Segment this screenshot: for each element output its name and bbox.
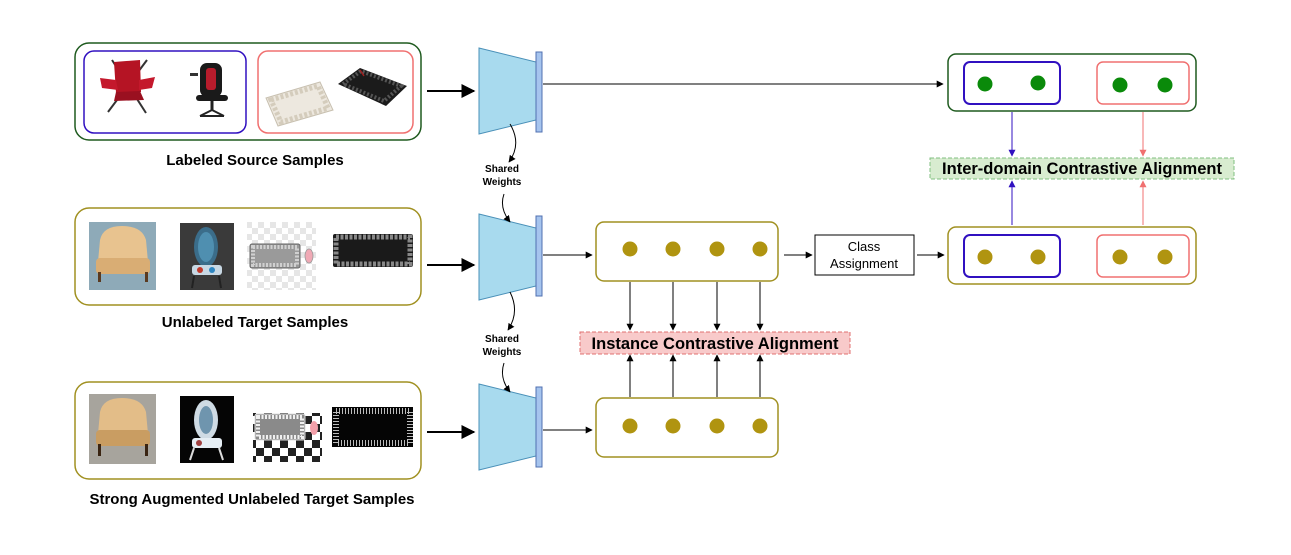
white-keyboard-icon xyxy=(265,81,334,127)
source-cluster-dot xyxy=(977,76,993,92)
class-assignment-line1: Class xyxy=(848,239,881,254)
inter-domain-alignment-label: Inter-domain Contrastive Alignment xyxy=(929,157,1235,180)
strong-feature-dot xyxy=(622,418,638,434)
target-samples-caption: Unlabeled Target Samples xyxy=(162,314,348,331)
strong-encoder xyxy=(478,383,543,471)
target-cluster-dot xyxy=(977,249,993,265)
strong-feature-dot xyxy=(709,418,725,434)
shared-weights-arrow-bottom xyxy=(507,291,515,331)
class-assignment-box: Class Assignment xyxy=(814,234,915,276)
black-keyboard-icon xyxy=(338,68,407,106)
source-cluster-box xyxy=(947,53,1197,112)
source-encoder xyxy=(478,47,543,135)
source-keyboard-group xyxy=(257,50,414,134)
target-feature-dot xyxy=(622,241,638,257)
source-cluster-dot xyxy=(1157,77,1173,93)
keyboard-mouse-photo-icon xyxy=(247,222,316,290)
strong-augmented-samples-panel xyxy=(74,381,422,480)
inter-domain-alignment-text: Inter-domain Contrastive Alignment xyxy=(942,160,1222,178)
target-cluster-dot xyxy=(1157,249,1173,265)
instance-up-arrows xyxy=(626,354,764,397)
class-assignment-line2: Assignment xyxy=(830,256,898,271)
augmented-armchair-icon xyxy=(89,394,156,464)
strong-feature-box xyxy=(595,397,779,458)
augmented-keyboard-icon xyxy=(332,407,413,447)
instance-alignment-text: Instance Contrastive Alignment xyxy=(592,335,839,353)
target-cluster-dot xyxy=(1030,249,1046,265)
source-keyboard-cluster xyxy=(1096,61,1190,105)
source-samples-caption: Labeled Source Samples xyxy=(166,152,344,169)
target-feature-dot xyxy=(665,241,681,257)
strong-feature-dot xyxy=(665,418,681,434)
red-folding-chair-icon xyxy=(100,59,155,114)
target-cluster-box xyxy=(947,226,1197,285)
gaming-chair-icon xyxy=(190,63,228,117)
target-keyboard-cluster xyxy=(1096,234,1190,278)
shared-weights-arrow-mid xyxy=(502,193,511,223)
target-cluster-dot xyxy=(1112,249,1128,265)
strong-feature-dot xyxy=(752,418,768,434)
armchair-photo-icon xyxy=(89,222,156,290)
shared-weights-arrow-top xyxy=(508,123,517,163)
instance-down-arrows xyxy=(626,282,764,331)
source-samples-panel xyxy=(74,42,422,141)
target-encoder xyxy=(478,213,543,301)
strong-augmented-caption: Strong Augmented Unlabeled Target Sample… xyxy=(89,491,414,508)
instance-alignment-label: Instance Contrastive Alignment xyxy=(579,331,851,355)
target-feature-bar xyxy=(535,215,543,297)
shared-weights-arrow-low xyxy=(502,362,511,393)
shared-weights-label-1a: Shared xyxy=(485,164,519,175)
strong-feature-bar xyxy=(535,386,543,468)
target-feature-dot xyxy=(709,241,725,257)
augmented-ornate-chair-icon xyxy=(180,396,234,463)
target-samples-panel xyxy=(74,207,422,306)
augmented-keyboard-mouse-icon xyxy=(253,395,322,462)
shared-weights-label-1b: Weights xyxy=(483,177,522,188)
source-chair-group xyxy=(83,50,247,134)
ornate-chair-photo-icon xyxy=(180,223,234,290)
target-chair-cluster xyxy=(963,234,1061,278)
keyboard-photo-icon xyxy=(333,234,413,267)
shared-weights-label-2a: Shared xyxy=(485,334,519,345)
source-cluster-dot xyxy=(1112,77,1128,93)
source-cluster-dot xyxy=(1030,75,1046,91)
target-feature-box xyxy=(595,221,779,282)
target-feature-dot xyxy=(752,241,768,257)
shared-weights-label-2b: Weights xyxy=(483,347,522,358)
source-feature-bar xyxy=(535,51,543,133)
source-chair-cluster xyxy=(963,61,1061,105)
